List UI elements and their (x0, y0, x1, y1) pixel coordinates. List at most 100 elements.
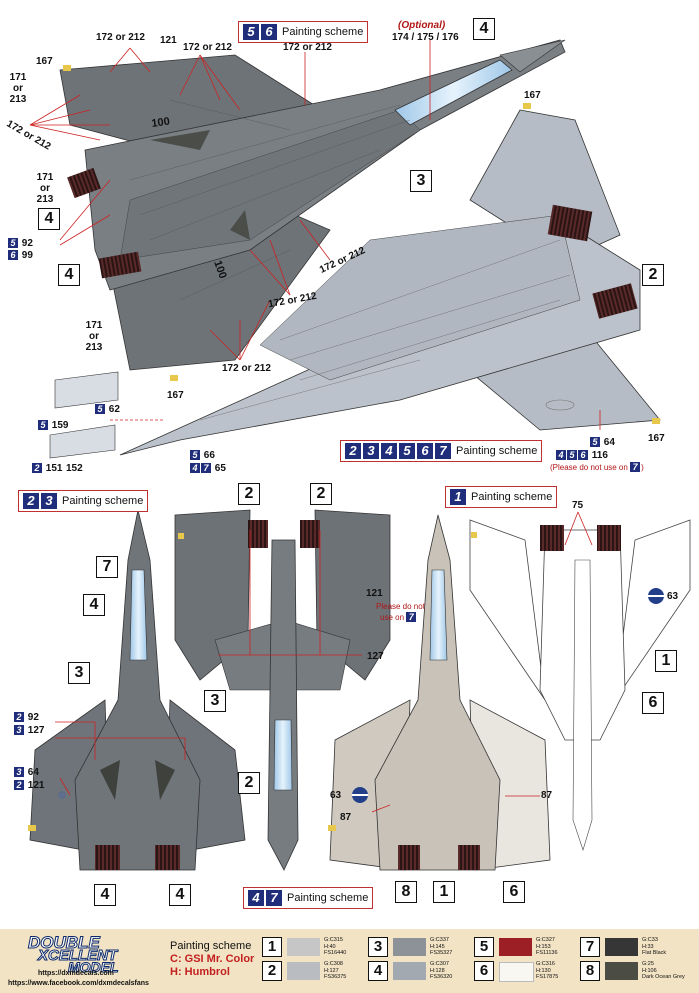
note-please-not: Please do not (376, 602, 425, 611)
legend-title: Painting scheme (170, 940, 252, 952)
swatch-code: G:C337 (430, 937, 449, 943)
scheme-title-23: 2 3 Painting scheme (18, 490, 149, 512)
scheme-number: 3 (363, 443, 379, 459)
scheme-number: 6 (578, 450, 588, 460)
swatch-code: G:C327 (536, 937, 555, 943)
swatch-number: 6 (474, 961, 494, 981)
swatch-code: G:C315 (324, 937, 343, 943)
decal-number: 66 (203, 450, 215, 461)
footer-legend: DOUBLE XCELLENT MODEL https://dxmdecals.… (0, 929, 699, 993)
decal-87: 87 (541, 790, 553, 801)
scheme-title-47: 4 7 Painting scheme (243, 887, 374, 909)
note-text: use on (380, 613, 405, 622)
scheme-number: 6 (8, 250, 18, 260)
scheme-number: 5 (95, 404, 105, 414)
facebook-link[interactable]: https://www.facebook.com/dxmdecalsfans (8, 980, 149, 987)
swatch-code: FS35327 (430, 950, 453, 956)
tan-aircraft (328, 514, 551, 871)
note-text: (Please do not use on (550, 463, 628, 472)
color-callout-8: 8 (395, 881, 417, 903)
color-callout-4: 4 (58, 264, 80, 286)
website-link[interactable]: https://dxmdecals.com (38, 970, 114, 977)
decal-number: 159 (51, 420, 69, 431)
scheme-number: 4 (248, 890, 264, 906)
swatch-code: FS16440 (324, 950, 347, 956)
color-callout-3: 3 (410, 170, 432, 192)
top-aircraft-dark: 100 100 (29, 39, 566, 381)
left-aircraft (28, 509, 246, 871)
scheme-label: Painting scheme (456, 445, 538, 457)
decal-121: 121 (160, 35, 177, 46)
decal-127: 3 127 (14, 725, 44, 736)
decal-121: 2 121 (14, 780, 44, 791)
decal-172-212: 172 or 212 (96, 32, 145, 43)
decal-66: 5 66 (190, 450, 215, 461)
color-callout-4: 4 (94, 884, 116, 906)
swatch-code: FS17875 (536, 974, 559, 980)
scheme-number: 5 (567, 450, 577, 460)
scheme-title-234567: 2 3 4 5 6 7 Painting scheme (340, 440, 543, 462)
scheme-number: 3 (41, 493, 57, 509)
outline-aircraft (469, 511, 691, 851)
scheme-number: 7 (630, 462, 641, 472)
optional-label: (Optional) (398, 20, 446, 31)
decal-127: 127 (367, 651, 384, 662)
decal-number: 64 (603, 437, 615, 448)
swatch-code: FS36375 (324, 974, 347, 980)
scheme-number: 5 (190, 450, 200, 460)
swatch-code: G:C307 (430, 961, 449, 967)
color-callout-4: 4 (83, 594, 105, 616)
color-callout-2: 2 (238, 772, 260, 794)
note-use-on-7: use on 7 (380, 612, 417, 623)
decal-171-213: 171 or 213 (36, 172, 54, 205)
decal-152: 152 (66, 463, 83, 474)
color-callout-4: 4 (169, 884, 191, 906)
decal-number: 121 (27, 780, 45, 791)
decal-64: 3 64 (14, 767, 39, 778)
swatch-code: H:153 (536, 943, 551, 950)
swatch-color (499, 938, 532, 956)
decal-172-212: 172 or 212 (283, 42, 332, 53)
swatch-color (393, 938, 426, 956)
decal-number: 92 (21, 238, 33, 249)
decal-87: 87 (340, 812, 352, 823)
decal-number: 99 (21, 250, 33, 261)
decal-167: 167 (524, 90, 541, 101)
swatch-color (287, 962, 320, 980)
color-callout-4: 4 (38, 208, 60, 230)
scheme-number: 7 (435, 443, 451, 459)
swatch-code: G:C33 (642, 937, 658, 943)
brand-logo: DOUBLE XCELLENT MODEL (8, 933, 158, 976)
svg-text:100: 100 (151, 116, 171, 130)
decal-63: 63 (667, 591, 679, 602)
scheme-title-56: 5 6 Painting scheme (238, 21, 369, 43)
decal-99: 6 99 (8, 250, 33, 261)
swatch-number: 2 (262, 961, 282, 981)
swatch-code: Dark Ocean Grey (642, 974, 685, 980)
swatch-color (605, 962, 638, 980)
scheme-number: 5 (8, 238, 18, 248)
decal-63: 63 (330, 790, 342, 801)
logo-line-1: DOUBLE (28, 933, 101, 953)
swatch-code: G:C316 (536, 961, 555, 967)
decal-92: 2 92 (14, 712, 39, 723)
decal-172-212: 172 or 212 (222, 363, 271, 374)
swatch-code: FS11136 (536, 950, 558, 956)
swatch-color (393, 962, 426, 980)
decal-92: 5 92 (8, 238, 33, 249)
color-callout-7: 7 (96, 556, 118, 578)
swatch-number: 3 (368, 937, 388, 957)
scheme-number: 2 (14, 780, 24, 790)
decal-number: 64 (27, 767, 39, 778)
swatch-color (499, 962, 534, 982)
decal-167: 167 (648, 433, 665, 444)
decal-62: 5 62 (95, 404, 120, 415)
swatch-color (287, 938, 320, 956)
